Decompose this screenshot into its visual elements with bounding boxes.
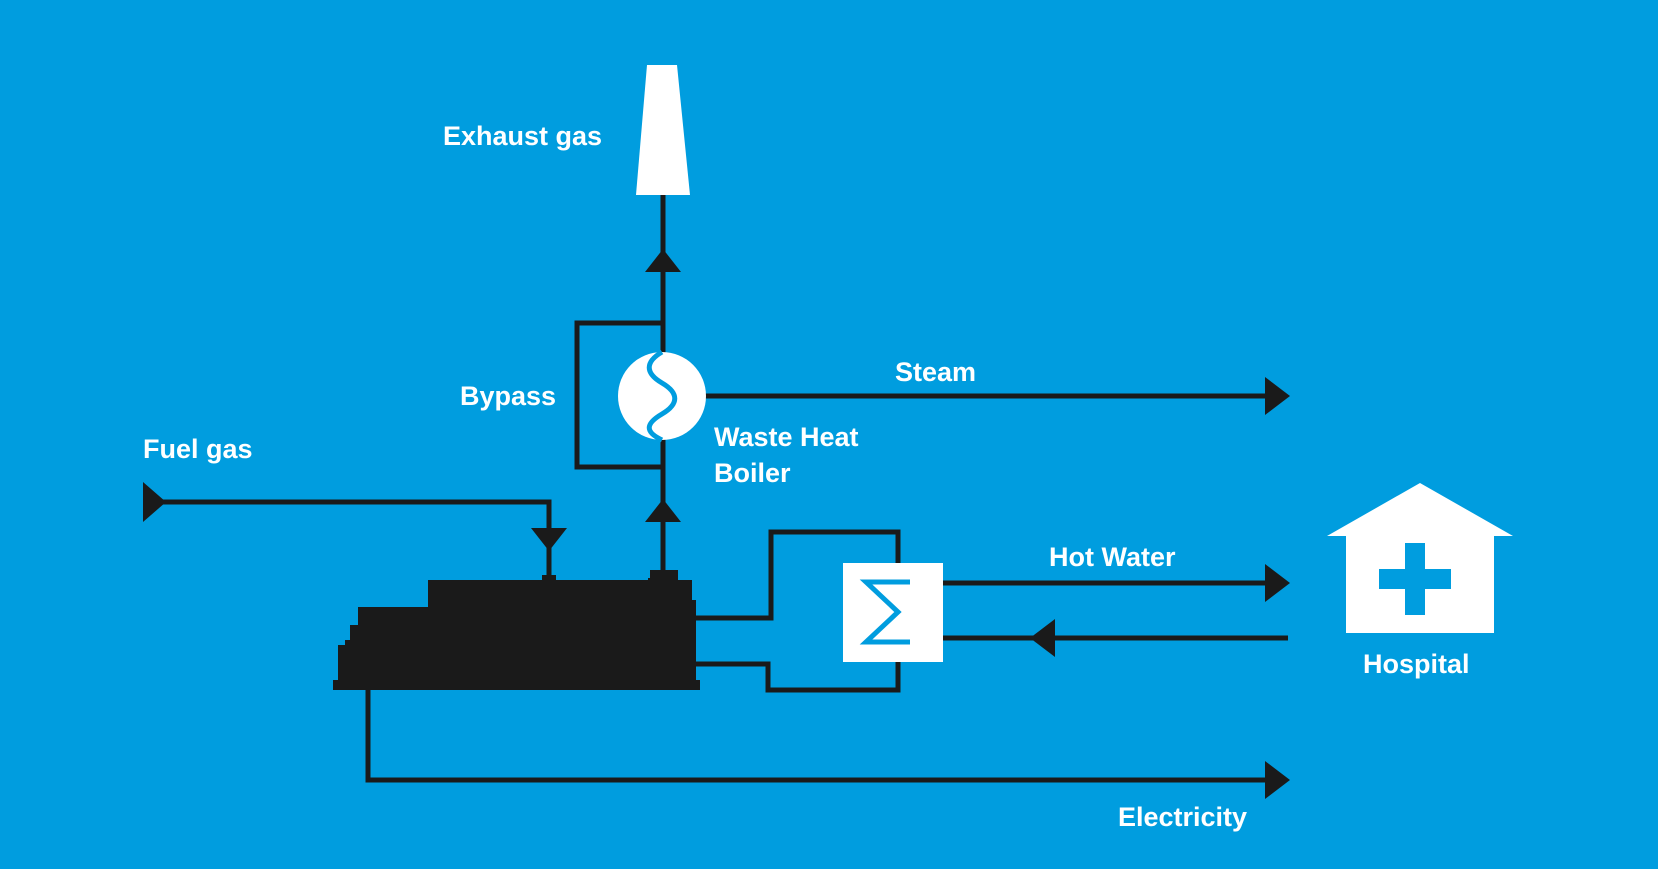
- electricity-line: [365, 688, 1270, 783]
- hospital-label: Hospital: [1363, 649, 1470, 679]
- waste-heat-boiler-label-line2: Boiler: [714, 458, 791, 488]
- hospital-building-icon: [1327, 483, 1513, 633]
- hot-water-return-arrow: [1030, 619, 1055, 657]
- electricity-label: Electricity: [1118, 802, 1247, 832]
- exhaust-up-arrow-top: [645, 249, 681, 272]
- bypass-loop: [574, 320, 663, 470]
- fuel-gas-down-arrow: [531, 528, 567, 551]
- waste-heat-boiler-icon: [618, 349, 706, 443]
- hot-water-label: Hot Water: [1049, 542, 1176, 572]
- steam-arrow: [1265, 377, 1290, 415]
- heat-exchanger-icon: [843, 563, 943, 662]
- fuel-gas-line: [143, 499, 552, 580]
- gas-engine-generator-icon: [333, 570, 700, 690]
- exhaust-stack-icon: [636, 65, 690, 195]
- exhaust-gas-label: Exhaust gas: [443, 121, 602, 151]
- jacket-water-out: [695, 529, 901, 621]
- jacket-water-return: [695, 658, 901, 693]
- electricity-arrow: [1265, 761, 1290, 799]
- bypass-label: Bypass: [460, 381, 556, 411]
- steam-label: Steam: [895, 357, 976, 387]
- exhaust-up-arrow-bottom: [645, 499, 681, 522]
- fuel-gas-label: Fuel gas: [143, 434, 253, 464]
- hot-water-supply-arrow: [1265, 564, 1290, 602]
- waste-heat-boiler-label-line1: Waste Heat: [714, 422, 859, 452]
